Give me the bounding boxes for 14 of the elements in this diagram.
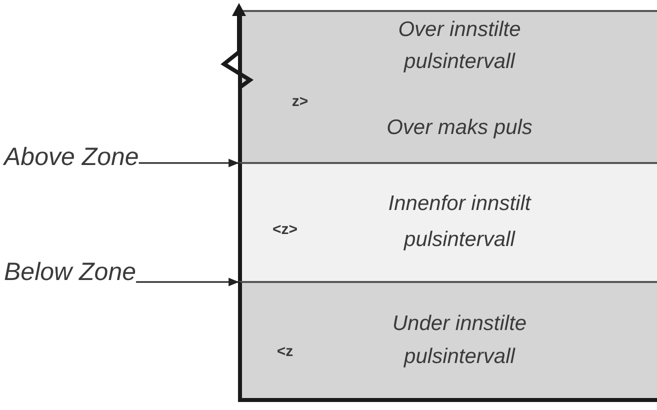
zone-description: Over innstilte pulsintervall — [397, 17, 522, 75]
zone-symbol: z> — [290, 92, 310, 112]
zone-band — [238, 162, 657, 281]
zone-band — [238, 281, 657, 402]
zone-description: Over maks puls — [386, 115, 534, 141]
zone-description: Under innstilte pulsintervall — [391, 311, 528, 370]
zone-description: Innenfor innstilt pulsintervall — [387, 191, 532, 253]
arrow — [138, 158, 240, 168]
zone-symbol: <z> — [271, 220, 299, 240]
zone-band — [238, 10, 657, 162]
arrow — [136, 278, 240, 286]
zone-label: Above Zone — [4, 142, 139, 172]
zone-symbol: <z — [276, 342, 294, 362]
zone-label: Below Zone — [4, 257, 136, 287]
